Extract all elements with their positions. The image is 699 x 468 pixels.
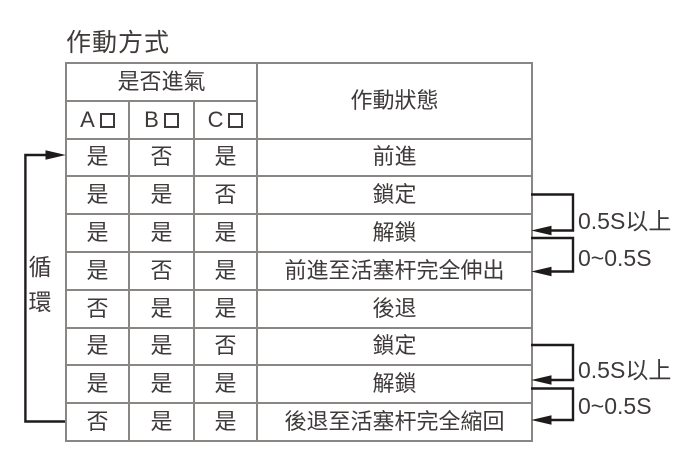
timing-label-4: 0~0.5S	[578, 393, 652, 419]
cell-a: 是	[65, 213, 130, 253]
cell-b: 是	[128, 364, 195, 405]
cell-b: 是	[128, 213, 195, 253]
header-row-intake: 是否進氣 作動狀態	[64, 62, 534, 140]
timing-bracket	[531, 387, 575, 422]
timing-bracket	[531, 343, 575, 382]
cell-a: 是	[65, 175, 130, 216]
square-symbol	[163, 112, 179, 128]
cell-status: 前進	[256, 137, 534, 178]
port-b-header: B	[128, 99, 195, 140]
timing-bracket-arrowhead	[531, 415, 552, 425]
cell-b: 否	[128, 250, 195, 291]
cell-b: 是	[128, 402, 195, 442]
status-header-cell: 作動狀態	[256, 62, 534, 140]
port-c-header: C	[192, 99, 259, 140]
cell-c: 是	[192, 402, 259, 442]
timing-bracket-arrowhead	[531, 225, 552, 236]
timing-bracket-arrowhead	[531, 375, 552, 385]
cell-c: 否	[192, 175, 259, 216]
timing-bracket	[531, 193, 575, 232]
timing-label-1: 0.5S以上	[578, 208, 672, 234]
table-row: 否 是 是 後退至活塞杆完全縮回	[65, 402, 534, 442]
cell-c: 否	[192, 326, 259, 367]
cell-status: 後退	[256, 288, 534, 329]
cell-status: 後退至活塞杆完全縮回	[256, 402, 534, 442]
timing-bracket	[531, 236, 575, 273]
timing-bracket-arrowhead	[531, 266, 552, 277]
cell-a: 否	[65, 402, 130, 442]
cycle-label: 循環	[27, 250, 53, 320]
cell-b: 是	[128, 175, 195, 216]
cell-a: 是	[65, 250, 130, 291]
cell-a: 是	[65, 364, 130, 405]
operation-mode-table: 是否進氣 作動狀態 A B C 是 否 是 前進 是 是 否 鎖定 是	[64, 62, 534, 442]
cell-c: 是	[192, 288, 259, 329]
table-row: 是 是 否 鎖定	[65, 175, 534, 216]
cell-b: 否	[128, 137, 195, 178]
cell-a: 否	[65, 288, 130, 329]
table-row: 否 是 是 後退	[65, 288, 534, 329]
square-symbol	[99, 112, 115, 128]
table-row: 是 否 是 前進至活塞杆完全伸出	[65, 250, 534, 291]
cycle-loop-arrowhead	[45, 150, 66, 160]
table-row: 是 否 是 前進	[65, 137, 534, 178]
timing-label-3: 0.5S以上	[578, 357, 672, 383]
header-row-ports: A B C	[65, 99, 532, 140]
cell-status: 解鎖	[256, 213, 534, 253]
intake-header-cell: 是否進氣	[64, 62, 259, 102]
port-b-label: B	[144, 106, 159, 132]
cell-a: 是	[65, 326, 130, 367]
cell-c: 是	[192, 213, 259, 253]
cell-b: 是	[128, 326, 195, 367]
timing-label-2: 0~0.5S	[578, 245, 652, 271]
cell-status: 鎖定	[256, 326, 534, 367]
table-row: 是 是 是 解鎖	[65, 364, 534, 405]
cell-status: 前進至活塞杆完全伸出	[256, 250, 534, 291]
cell-status: 鎖定	[256, 175, 534, 216]
page-title: 作動方式	[66, 29, 171, 57]
port-c-label: C	[207, 106, 224, 132]
cell-status: 解鎖	[256, 364, 534, 405]
square-symbol	[228, 112, 244, 128]
cell-c: 是	[192, 364, 259, 405]
table-row: 是 是 否 鎖定	[65, 326, 534, 367]
port-a-header: A	[65, 99, 130, 140]
cell-a: 是	[65, 137, 130, 178]
cell-c: 是	[192, 137, 259, 178]
cell-b: 是	[128, 288, 195, 329]
port-a-label: A	[80, 106, 95, 132]
cell-c: 是	[192, 250, 259, 291]
table-row: 是 是 是 解鎖	[65, 213, 534, 253]
